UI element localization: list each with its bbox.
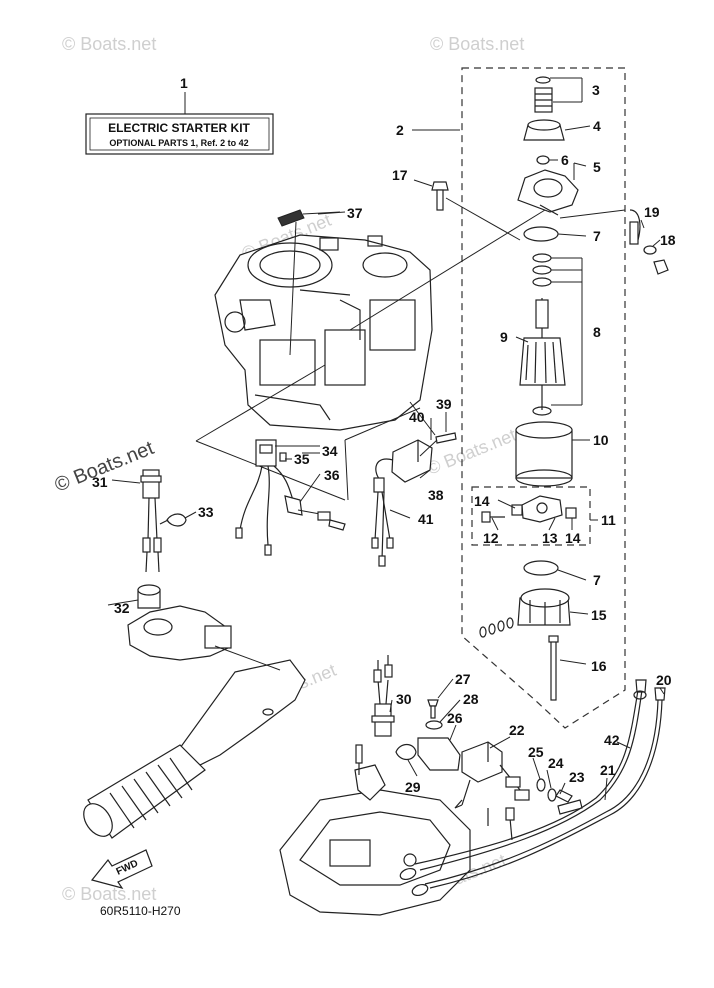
callout-21: 21 [600, 762, 616, 778]
callout-27: 27 [455, 671, 471, 687]
rectifier-regulator [371, 432, 457, 567]
callout-leaders [107, 77, 665, 801]
watermark: © Boats.net [430, 34, 524, 54]
callout-36: 36 [324, 467, 340, 483]
callout-4: 4 [593, 118, 601, 134]
callout-39: 39 [436, 396, 452, 412]
battery-cables [399, 679, 666, 897]
callout-14: 14 [474, 493, 490, 509]
callout-2: 2 [396, 122, 404, 138]
wiring-harness [235, 439, 346, 556]
diagram-code: 60R5110-H270 [100, 904, 181, 918]
callout-7b: 7 [593, 572, 601, 588]
leader-line [195, 364, 326, 442]
leader-line [195, 440, 346, 501]
start-switch [137, 469, 187, 609]
callout-30: 30 [396, 691, 412, 707]
callout-40: 40 [409, 409, 425, 425]
callout-35: 35 [294, 451, 310, 467]
callout-33: 33 [198, 504, 214, 520]
leader-line [349, 209, 546, 331]
callout-12: 12 [483, 530, 499, 546]
callout-17: 17 [392, 167, 408, 183]
callout-16: 16 [591, 658, 607, 674]
watermarks: © Boats.net © Boats.net © Boats.net © Bo… [52, 34, 525, 904]
callout-41: 41 [418, 511, 434, 527]
callout-8: 8 [593, 324, 601, 340]
callout-6: 6 [561, 152, 569, 168]
callout-24: 24 [548, 755, 564, 771]
callout-9: 9 [500, 329, 508, 345]
callout-34: 34 [322, 443, 338, 459]
callout-37: 37 [347, 205, 363, 221]
tiller-handle [83, 605, 306, 839]
starter-motor [479, 76, 579, 701]
callout-42: 42 [604, 732, 620, 748]
callout-5: 5 [593, 159, 601, 175]
callout-13: 13 [542, 530, 558, 546]
callout-29: 29 [405, 779, 421, 795]
callout-14b: 14 [565, 530, 581, 546]
callout-numbers: 1 2 3 4 5 6 7 7 8 9 10 11 12 13 14 14 15… [92, 75, 676, 795]
bolt-17 [431, 181, 521, 241]
kit-subtitle: OPTIONAL PARTS 1, Ref. 2 to 42 [109, 138, 248, 148]
engine-powerhead [214, 234, 433, 431]
kit-label: ELECTRIC STARTER KIT OPTIONAL PARTS 1, R… [85, 92, 274, 155]
brush-holder-outline [471, 486, 591, 546]
callout-38: 38 [428, 487, 444, 503]
callout-18: 18 [660, 232, 676, 248]
callout-10: 10 [593, 432, 609, 448]
watermark: © Boats.net [62, 884, 156, 904]
starter-motor-assembly-outline [461, 67, 626, 729]
callout-3: 3 [592, 82, 600, 98]
callout-11: 11 [601, 512, 616, 528]
fwd-arrow-icon: FWD [90, 849, 153, 889]
callout-1: 1 [180, 75, 188, 91]
neutral-switch [354, 655, 461, 801]
terminal-and-nut [559, 209, 669, 275]
callout-31: 31 [92, 474, 108, 490]
callout-32: 32 [114, 600, 130, 616]
callout-7: 7 [593, 228, 601, 244]
callout-28: 28 [463, 691, 479, 707]
kit-title: ELECTRIC STARTER KIT [108, 121, 250, 135]
callout-22: 22 [509, 722, 525, 738]
leader-line [344, 439, 349, 501]
callout-15: 15 [591, 607, 607, 623]
callout-20: 20 [656, 672, 672, 688]
starter-relay [454, 741, 573, 809]
watermark: © Boats.net [62, 34, 156, 54]
callout-23: 23 [569, 769, 585, 785]
leader-line [344, 407, 421, 441]
ignition-coil [277, 209, 341, 356]
callout-26: 26 [447, 710, 463, 726]
watermark: © Boats.net [424, 425, 519, 479]
callout-25: 25 [528, 744, 544, 760]
bottom-cowling [279, 789, 471, 916]
callout-19: 19 [644, 204, 660, 220]
